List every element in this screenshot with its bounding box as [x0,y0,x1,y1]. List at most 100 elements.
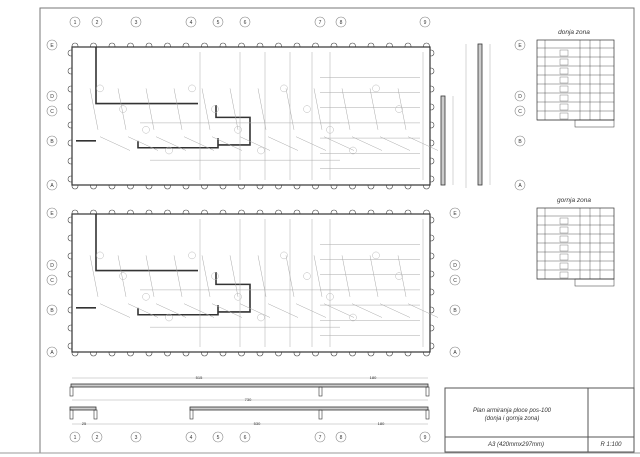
dim-top-right: 180 [370,375,377,380]
grid-row-A: A [50,183,54,189]
grid-col-5: 5 [217,20,220,26]
bar-mark [372,84,380,93]
grid-row-right-D-bubble [514,90,526,102]
bar-mark [119,105,127,113]
title-line-1: Plan armiranja ploce pos-100 [473,408,552,414]
section-beam [70,383,429,388]
grid-row-right-D-bubble [449,259,461,271]
bar-mark [372,251,380,260]
wall [215,104,251,146]
grid-row-right-C: C [453,278,457,284]
grid-row-right-B-bubble [449,304,461,316]
grid-col-4: 4 [190,20,193,26]
support [69,409,74,420]
rebar-line [155,136,187,151]
section-beam [69,406,97,411]
grid-col-bottom-2-bubble [91,431,103,443]
bar-mark [188,84,196,93]
rebar-line [313,88,323,130]
rebar-line [351,136,383,151]
reinforcement-plan [67,42,439,190]
title-line-2: (donja i gornja zona) [485,416,540,422]
grid-row-right-A-bubble [514,179,526,191]
rebar-line [173,255,183,297]
rebar-line [369,88,379,130]
dim-bottom-mid: 530 [254,421,261,426]
grid-row-A: A [50,350,54,356]
rebar-line [295,303,327,318]
rebar-line [239,303,271,318]
rebar-line [295,136,327,151]
drawing-scale: R 1:100 [600,442,622,448]
grid-row-B: B [50,139,54,145]
grid-col-bottom-4: 4 [190,435,193,441]
grid-row-right-E-bubble [449,207,461,219]
grid-row-right-E: E [518,43,522,49]
bar-mark [303,272,311,280]
rebar-line [183,303,215,318]
bar-mark [211,105,219,113]
title-block: Plan armiranja ploce pos-100 (donja i go… [444,387,635,453]
rebar-line [379,303,411,318]
grid-col-4-bubble [185,16,197,28]
wall [215,271,251,313]
rebar-line [145,88,155,130]
rebar-line [99,136,131,151]
grid-col-bottom-9-bubble [419,431,431,443]
grid-col-7-bubble [314,16,326,28]
sheet-format: A3 (420mmx297mm) [487,442,544,448]
rebar-line [313,255,323,297]
bar-shape [559,226,569,234]
grid-col-8: 8 [340,20,343,26]
bar-shape [559,67,569,75]
table-total-row [574,278,615,287]
grid-col-3: 3 [135,20,138,26]
grid-row-right-B: B [453,308,457,314]
section-beam [189,406,429,411]
grid-row-B-bubble [46,135,58,147]
grid-row-right-A: A [518,183,522,189]
grid-col-6: 6 [244,20,247,26]
grid-row-right-A-bubble [449,346,461,358]
grid-col-7: 7 [319,20,322,26]
rebar-line [267,136,299,151]
bar-shape [559,244,569,252]
bar-mark [96,251,104,260]
wall [137,305,219,316]
rebar-line [323,136,355,151]
grid-col-1-bubble [69,16,81,28]
grid-col-bottom-3-bubble [130,431,142,443]
grid-row-D: D [50,263,54,269]
grid-col-2-bubble [91,16,103,28]
bar-mark [395,272,403,280]
support [425,409,430,420]
grid-row-C: C [50,109,54,115]
rebar-line [201,88,211,130]
support [318,386,323,397]
grid-row-D: D [50,94,54,100]
wall [137,138,219,149]
grid-col-6-bubble [239,16,251,28]
slab-outline [71,213,431,353]
grid-row-D-bubble [46,90,58,102]
grid-col-bottom-5-bubble [212,431,224,443]
dim-small: 25 [82,421,87,426]
grid-col-9-bubble [419,16,431,28]
rebar-line [285,255,295,297]
grid-row-C-bubble [46,274,58,286]
table-total-row [574,119,615,128]
bar-mark [349,313,357,322]
grid-row-D-bubble [46,259,58,271]
rebar-line [285,88,295,130]
wall [95,214,198,272]
bar-shape [559,94,569,102]
bar-mark [119,272,127,280]
grid-row-right-A: A [453,350,457,356]
rebar-line [407,136,439,151]
bar-shape [559,262,569,270]
rebar-line [239,136,271,151]
rebar-line [89,88,99,130]
rebar-line [117,255,127,297]
rebar-line [145,255,155,297]
bar-mark [142,126,150,134]
